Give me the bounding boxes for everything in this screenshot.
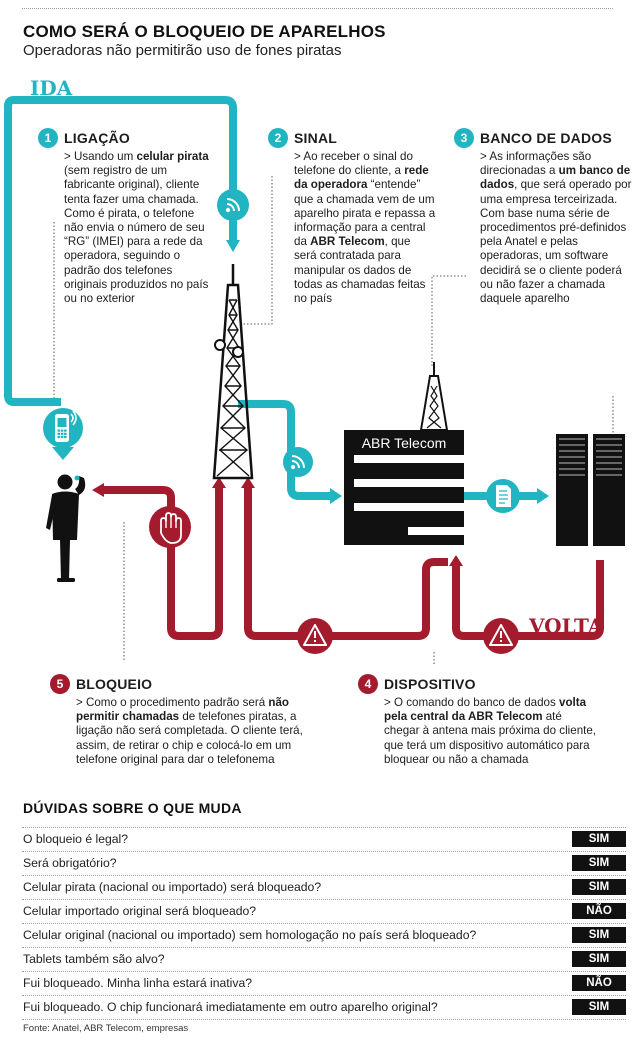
leader-lines bbox=[53, 176, 614, 664]
faq-question: Tablets também são alvo? bbox=[23, 952, 165, 966]
building-label: ABR Telecom bbox=[362, 435, 447, 451]
step-bloqueio: 5 BLOQUEIO > Como o procedimento padrão s… bbox=[50, 674, 330, 767]
step-number: 5 bbox=[50, 674, 70, 694]
faq-question: Fui bloqueado. Minha linha estará inativ… bbox=[23, 976, 253, 990]
server-icon bbox=[593, 434, 625, 546]
wifi-icon bbox=[283, 447, 313, 477]
faq-question: Será obrigatório? bbox=[23, 856, 117, 870]
step-ligacao: 1 LIGAÇÃO > Usando um celular pirata (sem… bbox=[38, 128, 216, 306]
faq-answer-badge: SIM bbox=[572, 951, 626, 967]
step-body: > As informações são direcionadas a um b… bbox=[480, 150, 632, 306]
faq-question: Celular pirata (nacional ou importado) s… bbox=[23, 880, 322, 894]
faq-heading: DÚVIDAS SOBRE O QUE MUDA bbox=[23, 800, 242, 816]
page-subtitle: Operadoras não permitirão uso de fones p… bbox=[23, 42, 342, 59]
step-title: DISPOSITIVO bbox=[384, 675, 476, 692]
volta-label: VOLTA bbox=[528, 614, 604, 638]
faq-row: Celular original (nacional ou importado)… bbox=[22, 924, 626, 948]
top-rule bbox=[22, 8, 613, 9]
step-body: > O comando do banco de dados volta pela… bbox=[384, 696, 597, 766]
person-icon bbox=[46, 474, 86, 582]
faq-answer-badge: SIM bbox=[572, 999, 626, 1015]
volta-flow bbox=[100, 486, 604, 640]
ida-arrowhead-down bbox=[226, 240, 240, 252]
faq-answer-badge: SIM bbox=[572, 879, 626, 895]
faq-row: Celular importado original será bloquead… bbox=[22, 900, 626, 924]
page-title: COMO SERÁ O BLOQUEIO DE APARELHOS bbox=[23, 22, 386, 41]
faq-row: O bloqueio é legal? SIM bbox=[22, 827, 626, 852]
faq-question: Celular original (nacional ou importado)… bbox=[23, 928, 477, 942]
flow-diagram: IDA VOLTA bbox=[4, 76, 625, 664]
step-number: 2 bbox=[268, 128, 288, 148]
wifi-icon bbox=[217, 189, 249, 221]
step-number: 3 bbox=[454, 128, 474, 148]
ida-arrowhead-server bbox=[537, 488, 549, 504]
volta-arrowhead-tower-a bbox=[212, 477, 226, 488]
faq-answer-badge: SIM bbox=[572, 927, 626, 943]
step-sinal: 2 SINAL > Ao receber o sinal do telefone … bbox=[268, 128, 436, 306]
step-title: BANCO DE DADOS bbox=[480, 129, 612, 146]
warning-icon bbox=[483, 618, 519, 654]
abr-building bbox=[344, 362, 464, 545]
step-body: > Usando um celular pirata (sem registro… bbox=[64, 150, 209, 306]
faq-answer-badge: NÃO bbox=[572, 975, 626, 991]
step-dispositivo: 4 DISPOSITIVO > O comando do banco de dad… bbox=[358, 674, 598, 767]
document-icon bbox=[486, 479, 520, 513]
faq-answer-badge: SIM bbox=[572, 831, 626, 847]
step-number: 1 bbox=[38, 128, 58, 148]
step-banco-de-dados: 3 BANCO DE DADOS > As informações são dir… bbox=[454, 128, 634, 306]
source-note: Fonte: Anatel, ABR Telecom, empresas bbox=[23, 1023, 189, 1034]
faq-answer-badge: SIM bbox=[572, 855, 626, 871]
step-body: > Como o procedimento padrão será não pe… bbox=[76, 696, 303, 766]
faq-row: Tablets também são alvo? SIM bbox=[22, 948, 626, 972]
volta-arrowhead-tower-b bbox=[241, 477, 255, 488]
faq-row: Celular pirata (nacional ou importado) s… bbox=[22, 876, 626, 900]
faq-question: O bloqueio é legal? bbox=[23, 832, 129, 846]
warning-icon bbox=[297, 618, 333, 654]
step-body: > Ao receber o sinal do telefone do clie… bbox=[294, 150, 436, 306]
ida-label: IDA bbox=[30, 76, 73, 100]
step-title: BLOQUEIO bbox=[76, 675, 153, 692]
faq-row: Fui bloqueado. O chip funcionará imediat… bbox=[22, 996, 626, 1020]
phone-icon bbox=[43, 408, 83, 460]
faq-question: Celular importado original será bloquead… bbox=[23, 904, 257, 918]
hand-stop-icon bbox=[149, 506, 191, 548]
faq-row: Será obrigatório? SIM bbox=[22, 852, 626, 876]
step-title: LIGAÇÃO bbox=[64, 129, 130, 146]
tower-icon bbox=[212, 264, 254, 480]
faq-question: Fui bloqueado. O chip funcionará imediat… bbox=[23, 1000, 438, 1014]
server-icon bbox=[556, 434, 588, 546]
volta-arrowhead-person bbox=[92, 483, 104, 497]
ida-arrowhead-building bbox=[330, 488, 342, 504]
volta-arrowhead-building bbox=[449, 555, 463, 566]
step-title: SINAL bbox=[294, 129, 337, 146]
faq-answer-badge: NÃO bbox=[572, 903, 626, 919]
faq-row: Fui bloqueado. Minha linha estará inativ… bbox=[22, 972, 626, 996]
step-number: 4 bbox=[358, 674, 378, 694]
